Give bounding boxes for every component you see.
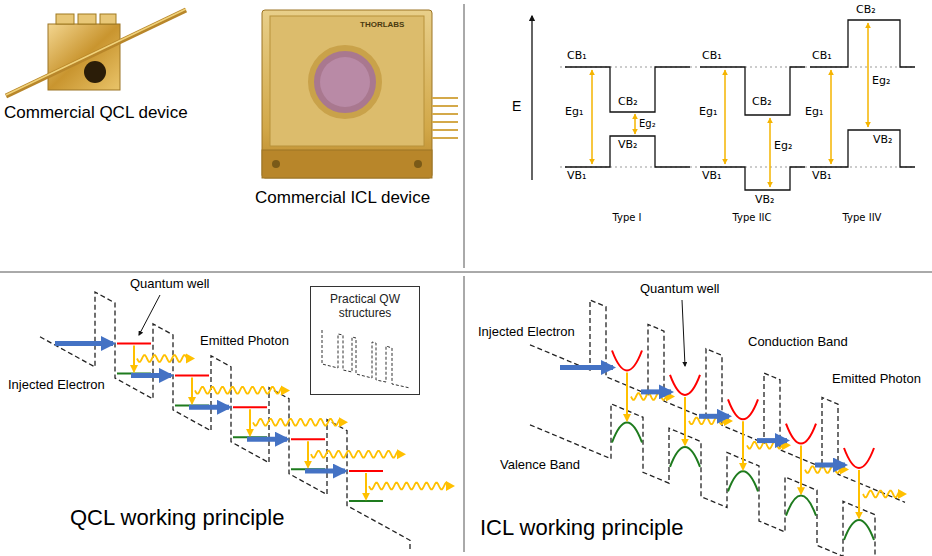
photon-wave [137,355,187,362]
valence-subband [612,423,642,443]
annotation: Injected Electron [478,325,575,340]
transition-arrow [365,473,367,499]
type-label: Type I [612,212,641,224]
gap-label: Eg₂ [639,118,656,130]
transition-arrow [742,421,744,469]
panel-dividers [0,4,932,552]
leader-arrow [682,300,685,366]
gap-label: Eg₁ [699,106,717,119]
band-label: CB₂ [856,4,876,17]
transition-arrow [191,377,193,403]
device-caption: Commercial QCL device [4,103,188,123]
band-diagram [532,16,915,190]
electron-arrow [305,469,345,474]
lower-level [349,500,383,502]
valence-subband [670,447,700,467]
icl-device [262,10,458,178]
transition-arrow [307,441,309,467]
upper-level [291,438,325,440]
conduction-subband [786,424,816,444]
axis-label: E [512,98,521,114]
conduction-subband [670,375,700,395]
annotation: Conduction Band [748,335,848,350]
electron-arrow [55,341,113,346]
upper-level [175,374,209,376]
conduction-subband [612,351,642,371]
band-label: CB₂ [618,96,638,109]
band-label: CB₁ [812,50,832,63]
annotation: Quantum well [130,277,209,292]
band-label: VB₁ [812,170,831,183]
conduction-subband [728,399,758,419]
annotation: Emitted Photon [832,372,921,387]
transition-arrow [249,409,251,435]
device-caption: Commercial ICL device [255,188,430,208]
electron-arrow [641,389,671,394]
electron-arrow [131,373,171,378]
band-label: VB₁ [702,170,721,183]
photon-wave [253,419,340,426]
band-label: CB₁ [567,50,587,63]
photon-wave [195,387,282,394]
type-label: Type IIV [843,212,882,224]
band-label: VB₂ [873,134,892,147]
electron-arrow [699,414,729,419]
qcl-device [6,9,186,96]
practical-qw-sketch [316,324,414,390]
annotation: Injected Electron [8,378,105,393]
upper-level [117,343,151,345]
valence-subband [786,496,816,516]
annotation: Valence Band [500,458,580,473]
qw-profile [322,330,410,388]
inset-title: Practical QW structures [316,292,414,321]
photon-head [339,417,348,427]
upper-level [349,470,383,472]
panel-caption: ICL working principle [480,515,683,540]
electron-arrow [815,463,845,468]
annotation: Emitted Photon [200,334,289,349]
brand-mark: THORLABS [360,20,404,29]
transition-arrow [800,446,802,494]
gap-label: Eg₁ [805,106,823,119]
band-label: VB₁ [567,170,586,183]
electron-arrow [247,437,287,442]
photon-head [446,481,455,491]
valence-subband [728,471,758,491]
conduction-subband [844,448,874,468]
photon-head [397,449,406,459]
photon-wave [369,483,447,490]
conduction-band-profile [530,300,905,502]
photon-head [898,489,907,499]
transition-arrow [133,346,135,372]
photon-head [281,385,290,395]
inset-box: Practical QW structures [310,286,420,395]
valence-subband [844,520,874,540]
band-label: CB₂ [752,96,772,109]
upper-level [233,406,267,408]
leader-arrow [139,295,160,335]
electron-arrow [757,438,787,443]
gap-label: Eg₂ [872,75,890,88]
panel-caption: QCL working principle [70,505,284,530]
annotation: Quantum well [640,282,719,297]
photon-wave [863,491,899,498]
band-label: VB₂ [755,194,774,207]
photon-head [186,354,195,364]
gap-label: Eg₂ [774,140,792,153]
electron-arrow [560,365,613,370]
band-label: VB₂ [618,139,637,152]
band-label: CB₁ [702,50,722,63]
gap-label: Eg₁ [565,106,583,119]
electron-arrow [189,405,229,410]
type-label: Type IIC [732,212,771,224]
transition-arrow [858,470,860,518]
transition-arrow [684,397,686,445]
transition-arrow [626,373,628,421]
photon-wave [311,451,398,458]
